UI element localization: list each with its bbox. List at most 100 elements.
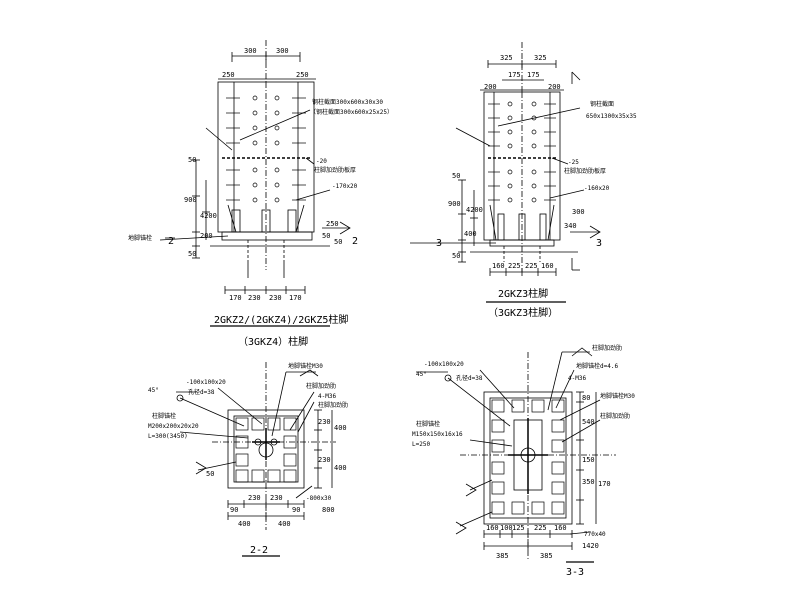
dim-top-a: 300 [244, 47, 257, 55]
dim-top-b: 300 [276, 47, 289, 55]
note-anchor-label: 柱脚锚栓 [152, 412, 176, 420]
elevation-right-title: 2GKZ3柱脚 [498, 287, 548, 300]
dim-left-c: 4200 [200, 212, 217, 220]
dim-bottom-a: 170 [229, 294, 242, 302]
dim-bottom-c: 230 [270, 494, 283, 502]
note-column-section: 钢柱截面 [590, 100, 614, 108]
dim-top2-a: 175 [508, 71, 521, 79]
dim-top-a: 325 [500, 54, 513, 62]
angle-label: 45° [148, 387, 159, 394]
dim-total: 1420 [582, 542, 599, 550]
dim-right-b: 230 [318, 418, 331, 426]
dim-right-c: 230 [318, 456, 331, 464]
dim-bottom-c: 230 [269, 294, 282, 302]
note-column-section: 钢柱截面300x600x30x30 [312, 98, 383, 106]
dim-left-a: 50 [452, 172, 460, 180]
note-plate: -170x20 [332, 183, 358, 190]
dim-total: 800 [322, 506, 335, 514]
note-anchor-size: M150x150x16x16 [412, 431, 463, 438]
note-column-size: 650x1300x35x35 [586, 113, 637, 120]
note-anchor-size: M200x200x20x20 [148, 423, 199, 430]
dim-left-a: 50 [188, 156, 196, 164]
note-base-plate: 770x40 [584, 531, 606, 538]
section-mark-right-b: 3 [596, 238, 602, 249]
note-anchor-length: L=300(3450) [148, 433, 188, 440]
dim-top3-b: 200 [548, 83, 561, 91]
dim-bottom2-a: 400 [238, 520, 251, 528]
section-mark-right-a: 3 [436, 238, 442, 249]
note-stiffener-b: 柱脚加劲肋 [600, 412, 630, 420]
dim-right-a: 300 [572, 208, 585, 216]
dim-bottom-b: 230 [248, 294, 261, 302]
dim-bottom-d: 170 [289, 294, 302, 302]
note-hole: 孔径d=38 [456, 374, 483, 382]
dim-right-b: 540 [582, 418, 595, 426]
note-anchor-bolt: 地脚锚栓M30 [288, 362, 323, 370]
plan-right [416, 347, 616, 563]
dim-bottom-b: 225 [508, 262, 521, 270]
note-column-section-alt: （钢柱截面300x600x25x25） [310, 108, 393, 116]
note-plate: -160x20 [584, 185, 610, 192]
dim-left-c: 4200 [466, 206, 483, 214]
dim-bottom-a: 160 [492, 262, 505, 270]
elevation-right [410, 42, 601, 303]
dim-bottom-c: 125 [512, 524, 525, 532]
dim-right-c: 150 [582, 456, 595, 464]
dim-right-b: 250 [326, 220, 339, 228]
dim-bottom-c: 225 [525, 262, 538, 270]
dim-left-b: 900 [184, 196, 197, 204]
dim-side: 50 [206, 470, 214, 478]
dim-top2-b: 175 [527, 71, 540, 79]
plan-right-title: 3-3 [566, 567, 584, 578]
section-mark-left-b: 2 [352, 236, 358, 247]
plan-left-title: 2-2 [250, 545, 268, 556]
note-thickness: -20 [316, 158, 327, 165]
dim-bottom-a: 160 [486, 524, 499, 532]
dim-right-b: 340 [564, 222, 577, 230]
dim-bottom-a: 90 [230, 506, 238, 514]
dim-bottom2-a: 385 [496, 552, 509, 560]
note-bolt-count: 4-M36 [568, 375, 586, 382]
dim-bottom-d: 90 [292, 506, 300, 514]
note-anchor-length: L=250 [412, 441, 430, 448]
note-stiffener: 柱脚加劲肋 [306, 382, 336, 390]
dim-right-d: 350 [582, 478, 595, 486]
note-hole: 孔径d=38 [188, 388, 215, 396]
dim-right-c: 50 [334, 238, 342, 246]
dim-right-e: 170 [598, 480, 611, 488]
note-stiffener-b: 柱脚加劲肋 [318, 401, 348, 409]
note-anchor-label: 柱脚锚栓 [416, 420, 440, 428]
dim-top2-a: 250 [222, 71, 235, 79]
elevation-left-subtitle: （3GKZ4）柱脚 [238, 335, 308, 348]
dim-bottom-b: 230 [248, 494, 261, 502]
note-anchor: 地脚锚栓 [128, 234, 152, 242]
elevation-left-title: 2GKZ2/(2GKZ4)/2GKZ5柱脚 [214, 313, 348, 326]
dim-bottom-d: 225 [534, 524, 547, 532]
dim-bottom2-b: 400 [278, 520, 291, 528]
section-mark-left-a: 2 [168, 236, 174, 247]
base-plate-left [227, 409, 305, 489]
note-thickness: -25 [568, 159, 579, 166]
dim-left-e: 50 [188, 250, 196, 258]
note-washer: -100x100x20 [424, 361, 464, 368]
note-stiffener: 柱脚加劲肋 [592, 344, 622, 352]
dim-top3-a: 200 [484, 83, 497, 91]
dim-right-a: 400 [334, 424, 347, 432]
dim-left-e: 50 [452, 252, 460, 260]
dim-right-a: 80 [582, 394, 590, 402]
note-bolt-count: 4-M36 [318, 393, 336, 400]
dim-left-d: 400 [464, 230, 477, 238]
elevation-right-subtitle: （3GKZ3柱脚） [488, 306, 558, 319]
annotation-text-layer: 300 300 250 250 50 900 4200 200 50 50 25… [128, 47, 637, 578]
note-anchor-bolt-small: 地脚锚栓d=4.6 [576, 362, 618, 370]
dim-bottom2-b: 385 [540, 552, 553, 560]
dim-right-a: 50 [322, 232, 330, 240]
plan-left [176, 362, 336, 557]
note-stiffener: 柱脚加劲肋板厚 [314, 166, 356, 174]
note-washer: -100x100x20 [186, 379, 226, 386]
dim-right-d: 400 [334, 464, 347, 472]
dim-left-d: 200 [200, 232, 213, 240]
note-anchor-bolt: 地脚锚栓M30 [600, 392, 635, 400]
angle-label: 45° [416, 371, 427, 378]
note-stiffener: 柱脚加劲肋板厚 [564, 167, 606, 175]
